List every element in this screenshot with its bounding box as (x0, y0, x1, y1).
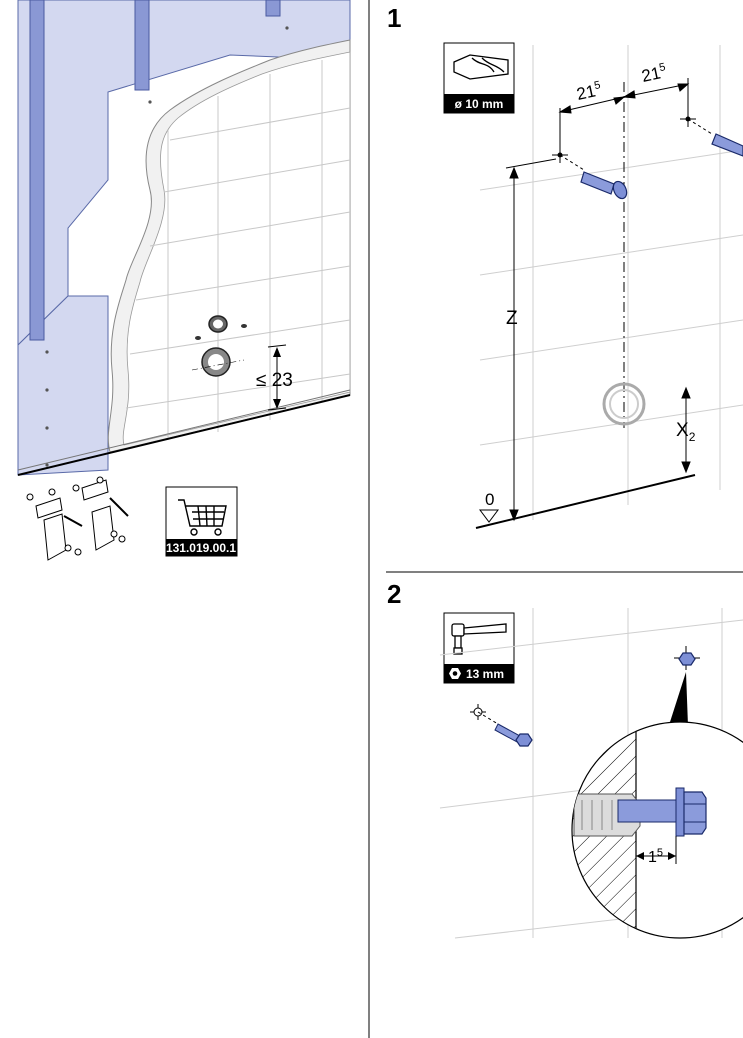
mounting-kit-icon (26, 476, 129, 561)
height-dimension (505, 158, 557, 522)
step-1-tile-grid (479, 45, 743, 520)
anchor-bolt-left (580, 171, 628, 200)
order-code: 131.019.00.1 (166, 541, 236, 555)
anchor-bolt-right (711, 133, 743, 157)
detail-callout-pointer (670, 672, 688, 726)
offset-label: X2 (676, 420, 696, 444)
zero-label: 0 (485, 490, 494, 509)
step-1-number: 1 (387, 3, 401, 33)
hex-bolt-left (470, 704, 533, 747)
drill-bit-icon (453, 54, 509, 80)
floor-line (475, 474, 696, 529)
order-badge (165, 486, 238, 557)
drill-marks (552, 111, 713, 171)
height-label: Z (506, 308, 518, 329)
drill-size-label: ø 10 mm (455, 97, 504, 111)
pipe-opening (602, 382, 646, 426)
zero-reference-mark (479, 509, 499, 523)
hex-nut-icon (449, 668, 461, 679)
spacing-right-label: 215 (640, 61, 669, 86)
max-depth-label: ≤ 23 (256, 370, 293, 391)
wrench-size-label: 13 mm (466, 667, 504, 681)
socket-wrench-icon (451, 623, 507, 655)
wall-illustration (17, 0, 351, 476)
drill-badge (443, 42, 515, 114)
step-2-number: 2 (387, 579, 401, 609)
hex-bolt-right (674, 646, 700, 670)
gap-label: 15 (648, 847, 663, 866)
spacing-left-label: 215 (575, 79, 604, 104)
shopping-cart-icon (178, 499, 227, 536)
detail-magnifier (571, 721, 743, 939)
offset-dimension (681, 386, 691, 474)
